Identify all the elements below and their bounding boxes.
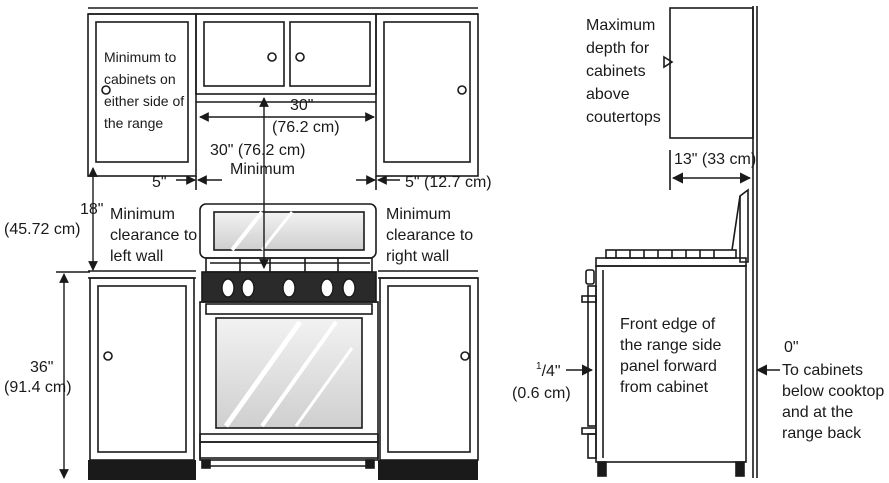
label-h36: 36" xyxy=(30,359,54,376)
knob-icon xyxy=(460,351,470,361)
label-left-5: 5" xyxy=(152,174,167,191)
upper-left-cabinet xyxy=(87,13,197,177)
label-to-cabinets: To cabinets below cooktop and at the ran… xyxy=(782,362,885,442)
label-quarter: 1/4" xyxy=(536,362,561,381)
range-front-view xyxy=(199,203,379,469)
label-width-30-cm: (76.2 cm) xyxy=(272,119,340,136)
label-min-right-wall: Minimum clearance to right wall xyxy=(386,206,474,265)
upper-middle-cabinet xyxy=(195,13,377,103)
lower-right-cabinet xyxy=(379,277,479,461)
upper-cabinet-side xyxy=(669,7,754,139)
label-front-edge: Front edge of the range side panel forwa… xyxy=(620,316,722,396)
label-h18: 18" xyxy=(80,201,104,218)
marker-icon xyxy=(663,55,674,69)
knob-icon xyxy=(342,278,356,298)
label-h18-cm: (45.72 cm) xyxy=(4,221,81,238)
label-quarter-num: 1 xyxy=(536,361,542,372)
knob-icon xyxy=(320,278,334,298)
knob-icon xyxy=(295,52,305,62)
label-width-30-min: 30" (76.2 cm) xyxy=(210,142,306,159)
knob-icon xyxy=(101,85,111,95)
label-min-cabinets: Minimum to cabinets on either side of th… xyxy=(104,49,185,131)
knob-icon xyxy=(282,278,296,298)
lower-left-cabinet xyxy=(89,277,195,461)
side-view xyxy=(566,6,780,478)
knob-icon xyxy=(103,351,113,361)
label-zero: 0" xyxy=(784,339,799,356)
label-right-5: 5" (12.7 cm) xyxy=(405,174,492,191)
upper-right-cabinet xyxy=(375,13,479,177)
label-width-30: 30" xyxy=(290,97,314,114)
toe-kick-left xyxy=(88,460,196,480)
knob-icon xyxy=(457,85,467,95)
label-quarter-den: /4" xyxy=(541,363,561,380)
label-h36-cm: (91.4 cm) xyxy=(4,379,72,396)
label-quarter-cm: (0.6 cm) xyxy=(512,385,571,402)
label-max-depth: Maximum depth for cabinets above coutert… xyxy=(586,17,661,126)
label-min-left-wall: Minimum clearance to left wall xyxy=(110,206,198,265)
knob-icon xyxy=(241,278,255,298)
knob-icon xyxy=(267,52,277,62)
toe-kick-right xyxy=(378,460,478,480)
label-depth-13: 13" (33 cm) xyxy=(674,151,757,168)
knob-icon xyxy=(221,278,235,298)
label-minimum: Minimum xyxy=(230,161,295,178)
